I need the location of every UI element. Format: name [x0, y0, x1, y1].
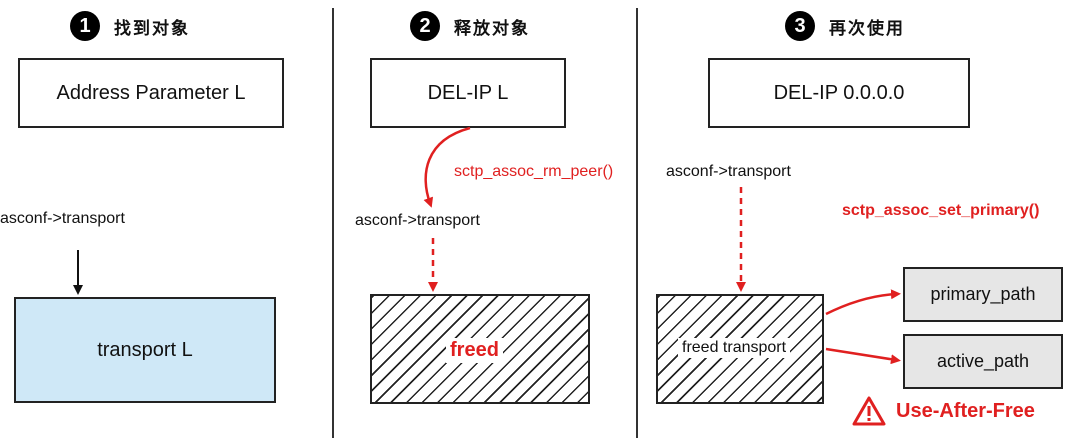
warning-triangle-icon: [852, 396, 886, 426]
rm-peer-call-label: sctp_assoc_rm_peer(): [454, 163, 614, 180]
step-3-title: 再次使用: [829, 18, 905, 39]
step-1-number: 1: [70, 11, 100, 41]
step-1-header: 1 找到对象: [70, 10, 190, 42]
step-3-number: 3: [785, 11, 815, 41]
set-primary-call-label: sctp_assoc_set_primary(): [842, 202, 1040, 219]
step-1-title: 找到对象: [114, 18, 190, 39]
step-2-number: 2: [410, 11, 440, 41]
freed-hatched-box: [370, 294, 590, 404]
transport-l-box: transport L: [14, 297, 276, 403]
step-2-header: 2 释放对象: [410, 10, 530, 42]
address-parameter-box: Address Parameter L: [18, 58, 284, 128]
panel-divider-1: [332, 8, 334, 438]
panel2-pointer-label: asconf->transport: [355, 212, 480, 229]
step-3-header: 3 再次使用: [785, 10, 905, 42]
rm-peer-curved-arrow: [423, 126, 471, 208]
del-ip-l-box: DEL-IP L: [370, 58, 566, 128]
del-ip-zero-box: DEL-IP 0.0.0.0: [708, 58, 970, 128]
primary-path-arrow: [825, 289, 901, 316]
freed-transport-label: freed transport: [678, 338, 791, 358]
panel1-pointer-label: asconf->transport: [0, 210, 125, 227]
use-after-free-label: Use-After-Free: [896, 399, 1035, 422]
active-path-arrow: [825, 347, 901, 365]
step-2-title: 释放对象: [454, 18, 530, 39]
active-path-box: active_path: [903, 334, 1063, 389]
warning-row: Use-After-Free: [852, 396, 1035, 426]
primary-path-box: primary_path: [903, 267, 1063, 322]
panel3-pointer-label: asconf->transport: [666, 163, 791, 180]
panel-divider-2: [636, 8, 638, 438]
freed-label: freed: [446, 338, 503, 363]
